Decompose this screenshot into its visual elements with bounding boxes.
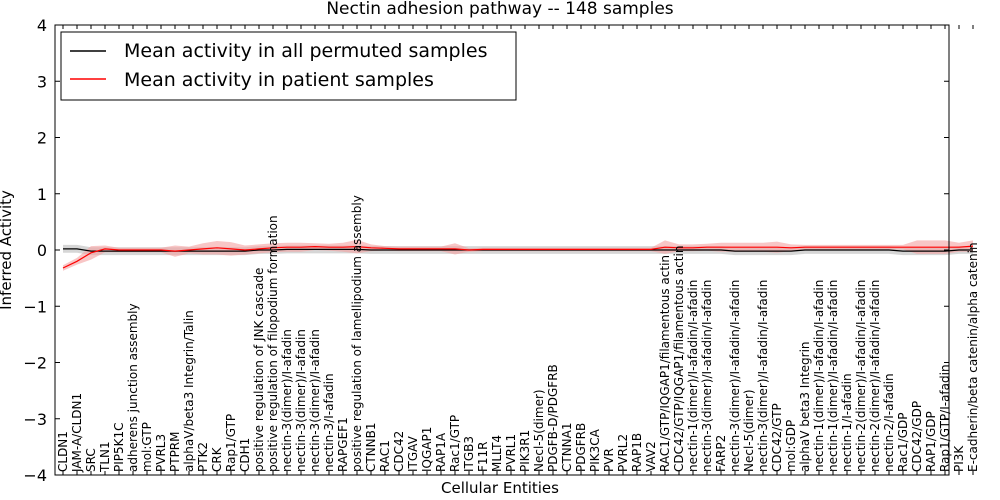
y-axis-label: Inferred Activity [0,190,15,310]
x-tick-label: PDGFB-D/PDGFRB [546,364,560,472]
x-tick-label: mol:GDP [784,420,798,472]
x-tick-label: nectin-3(dimer)/I-afadin [294,329,308,472]
x-tick-label: MLLT4 [490,435,504,472]
x-tick-label: nectin-2(dimer)/I-afadin/I-afadin [854,280,868,472]
y-tick-label: −2 [23,354,47,373]
x-tick-label: FARP2 [714,435,728,472]
x-tick-label: RAPGEF1 [336,417,350,472]
x-tick-label: alphaV beta3 Integrin [798,341,812,472]
y-tick-label: 3 [37,72,47,91]
x-tick-label: positive regulation of filopodium format… [266,215,280,472]
y-axis: −4 −3 −2 −1 0 1 2 3 4 [23,16,949,485]
x-tick-label: CTNNA1 [560,422,574,472]
x-tick-label: nectin-1(dimer)/I-afadin/I-afadin [826,280,840,472]
x-tick-label: nectin-3/I-afadin [322,373,336,472]
x-tick-label: PI3K [952,445,966,472]
x-tick-label: JAM-A/CLDN1 [70,393,84,473]
x-tick-label: positive regulation of lamellipodium ass… [350,195,364,472]
line-series-1 [62,245,974,269]
x-tick-label: CDC42 [392,431,406,472]
x-tick-label: alphaV/beta3 Integrin/Talin [182,310,196,472]
legend-label-patient: Mean activity in patient samples [124,69,434,91]
y-tick-label: 0 [37,241,47,260]
x-tick-label: RAP1B [630,433,644,472]
x-tick-label: nectin-2(dimer)/I-afadin/I-afadin [868,280,882,472]
x-tick-label: TLN1 [98,441,112,473]
x-tick-label: positive regulation of JNK cascade [252,268,266,472]
x-tick-label: E-cadherin/beta catenin/alpha catenin [966,242,980,472]
x-tick-label: PIK3CA [588,428,602,472]
x-tick-label: nectin-1/I-afadin [840,373,854,472]
x-tick-label: PVRL3 [154,434,168,472]
x-tick-label: mol:GTP [140,422,154,472]
x-tick-label: IQGAP1 [420,427,434,472]
band-series-1 [63,239,973,271]
legend-label-permuted: Mean activity in all permuted samples [124,40,487,62]
x-tick-label: Rac1/GDP [896,413,910,472]
x-tick-label: PDGFRB [574,423,588,472]
x-tick-label: PTPRM [168,432,182,473]
x-axis-label: Cellular Entities [441,479,559,497]
x-tick-label: PVRL1 [504,434,518,472]
legend: Mean activity in all permuted samples Me… [60,31,517,101]
x-tick-label: PVRL2 [616,434,630,472]
x-tick-label: CDC42/GTP/IQGAP1/filamentous actin [672,246,686,472]
x-tick-label: CDC42/GDP [910,401,924,472]
x-tick-label: CDC42/GTP [770,403,784,472]
x-tick-label: RAC1 [378,440,392,472]
x-tick-label: nectin-1(dimer)/I-afadin/I-afadin [812,280,826,472]
x-tick-label: ITGB3 [462,436,476,472]
y-tick-label: −4 [23,466,47,485]
x-tick-label: ITGAV [406,435,420,472]
x-tick-label: Rap1/GTP [224,414,238,472]
x-tick-label: CTNNB1 [364,422,378,472]
x-tick-label: Rac1/GTP [448,415,462,472]
x-tick-label: nectin-3(dimer)/I-afadin/I-afadin [700,280,714,472]
x-tick-label: CDH1 [238,438,252,472]
x-tick-label: SRC [84,448,98,472]
y-tick-label: −3 [23,410,47,429]
x-tick-label: PIP5K1C [112,422,126,472]
x-tick-label: nectin-3(dimer)/I-afadin [280,329,294,472]
y-tick-label: 1 [37,185,47,204]
x-tick-label: Necl-5(dimer) [742,389,756,472]
x-tick-label: PIK3R1 [518,430,532,472]
x-tick-label: PTK2 [196,442,210,472]
x-tick-label: nectin-1(dimer)/I-afadin/I-afadin [686,280,700,472]
x-tick-label: RAP1/GDP [924,411,938,472]
x-tick-label: nectin-3(dimer)/I-afadin [308,329,322,472]
x-tick-label: PVR [602,448,616,472]
x-tick-label: Rap1/GTP/I-afadin [938,364,952,472]
x-tick-label: RAP1A [434,432,448,472]
legend-box [60,31,517,101]
chart-title: Nectin adhesion pathway -- 148 samples [326,0,673,19]
x-tick-label: CLDN1 [56,431,70,472]
x-tick-label: RAC1/GTP/IQGAP1/filamentous actin [658,255,672,472]
x-tick-label: adherens junction assembly [126,303,140,472]
x-tick-label: nectin-3(dimer)/I-afadin/I-afadin [756,280,770,472]
x-tick-label: VAV2 [644,441,658,472]
y-tick-label: −1 [23,297,47,316]
y-tick-label: 4 [37,16,47,35]
x-tick-label: nectin-3(dimer)/I-afadin/I-afadin [728,280,742,472]
plot-area [62,239,974,271]
x-tick-label: CRK [210,446,224,472]
x-tick-label: nectin-2/I-afadin [882,373,896,472]
x-tick-label: Necl-5(dimer) [532,389,546,472]
x-tick-label: F11R [476,441,490,472]
y-tick-label: 2 [37,129,47,148]
